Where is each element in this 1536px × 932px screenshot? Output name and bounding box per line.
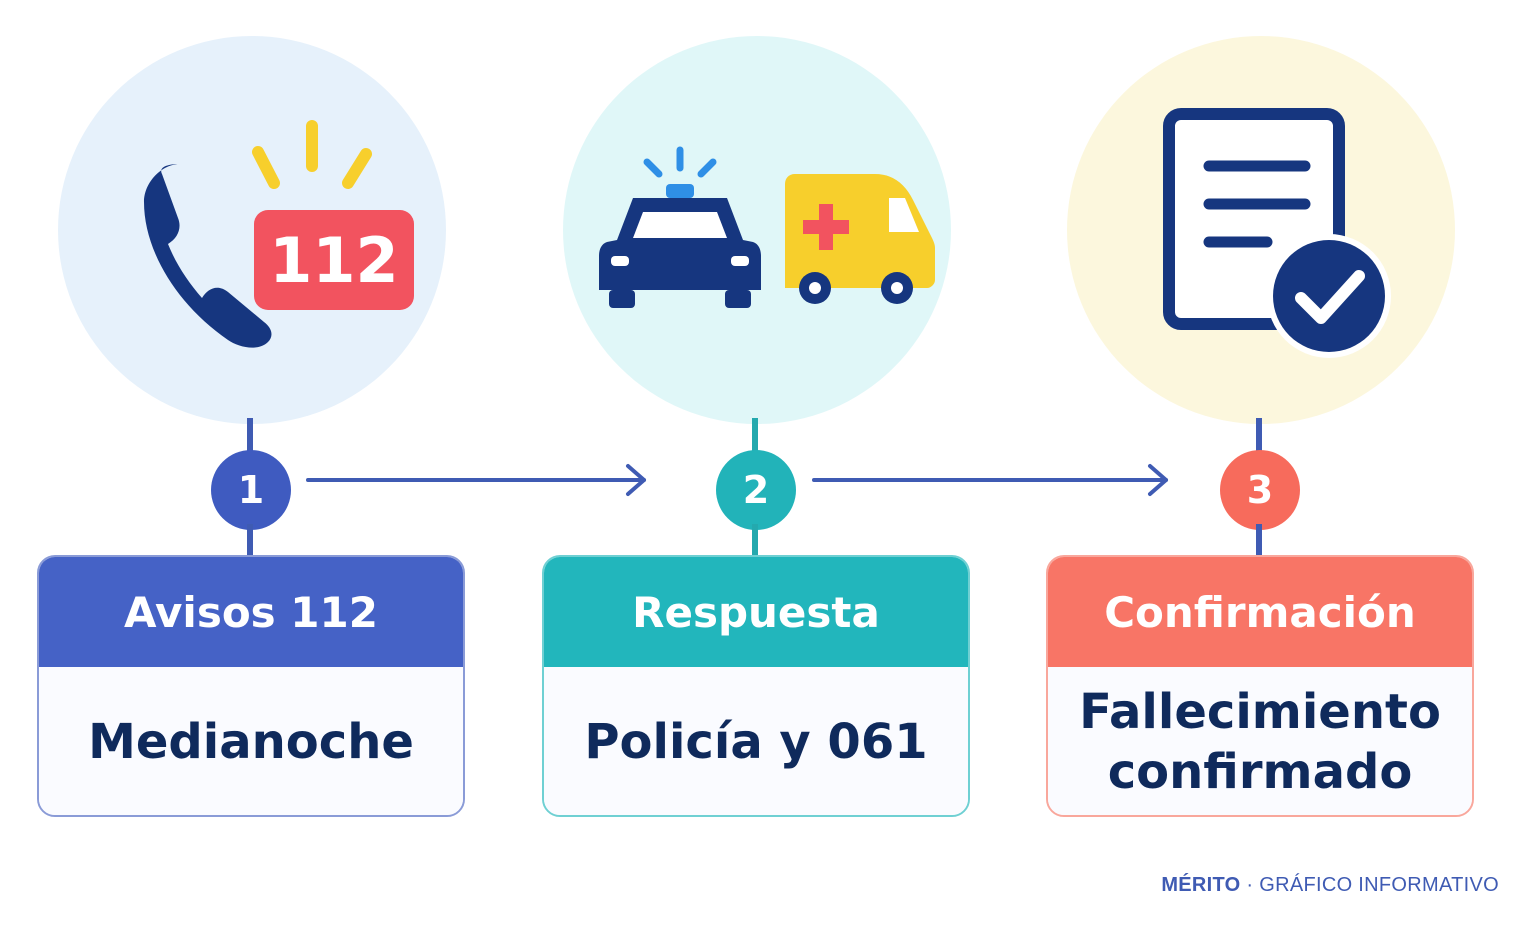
step-title: Confirmación — [1048, 557, 1472, 667]
connector-line — [1256, 524, 1262, 560]
police-ambulance-icon — [599, 146, 935, 308]
arrow-right-icon — [812, 464, 1168, 496]
step-3-illustration — [1067, 36, 1455, 424]
footer-brand: MÉRITO — [1161, 874, 1241, 896]
step-detail: Medianoche — [39, 667, 463, 815]
connector-line — [247, 524, 253, 560]
step-number-badge: 2 — [716, 450, 796, 530]
step-3: 3 Confirmación Fallecimiento confirmado — [1046, 0, 1476, 932]
connector-line — [752, 524, 758, 560]
step-number-badge: 1 — [211, 450, 291, 530]
step-2-illustration — [563, 36, 951, 424]
step-1: 112 1 Avisos 112 Medianoche — [37, 0, 467, 932]
step-number-badge: 3 — [1220, 450, 1300, 530]
step-title: Avisos 112 — [39, 557, 463, 667]
step-title: Respuesta — [544, 557, 968, 667]
connector-line — [1256, 418, 1262, 458]
step-detail: Policía y 061 — [544, 667, 968, 815]
document-check-icon — [1163, 108, 1391, 358]
connector-line — [752, 418, 758, 458]
phone-112-icon: 112 — [144, 120, 414, 348]
step-card: Avisos 112 Medianoche — [37, 555, 465, 817]
step-2: 2 Respuesta Policía y 061 — [542, 0, 972, 932]
icon-112-label: 112 — [269, 224, 398, 297]
step-1-illustration: 112 — [58, 36, 446, 424]
footer-separator: · — [1240, 874, 1260, 896]
step-card: Respuesta Policía y 061 — [542, 555, 970, 817]
footer-credit: MÉRITO · GRÁFICO INFORMATIVO — [1161, 874, 1499, 897]
footer-tagline: GRÁFICO INFORMATIVO — [1259, 874, 1499, 896]
step-card: Confirmación Fallecimiento confirmado — [1046, 555, 1474, 817]
arrow-right-icon — [306, 464, 646, 496]
connector-line — [247, 418, 253, 458]
step-detail: Fallecimiento confirmado — [1048, 667, 1472, 815]
